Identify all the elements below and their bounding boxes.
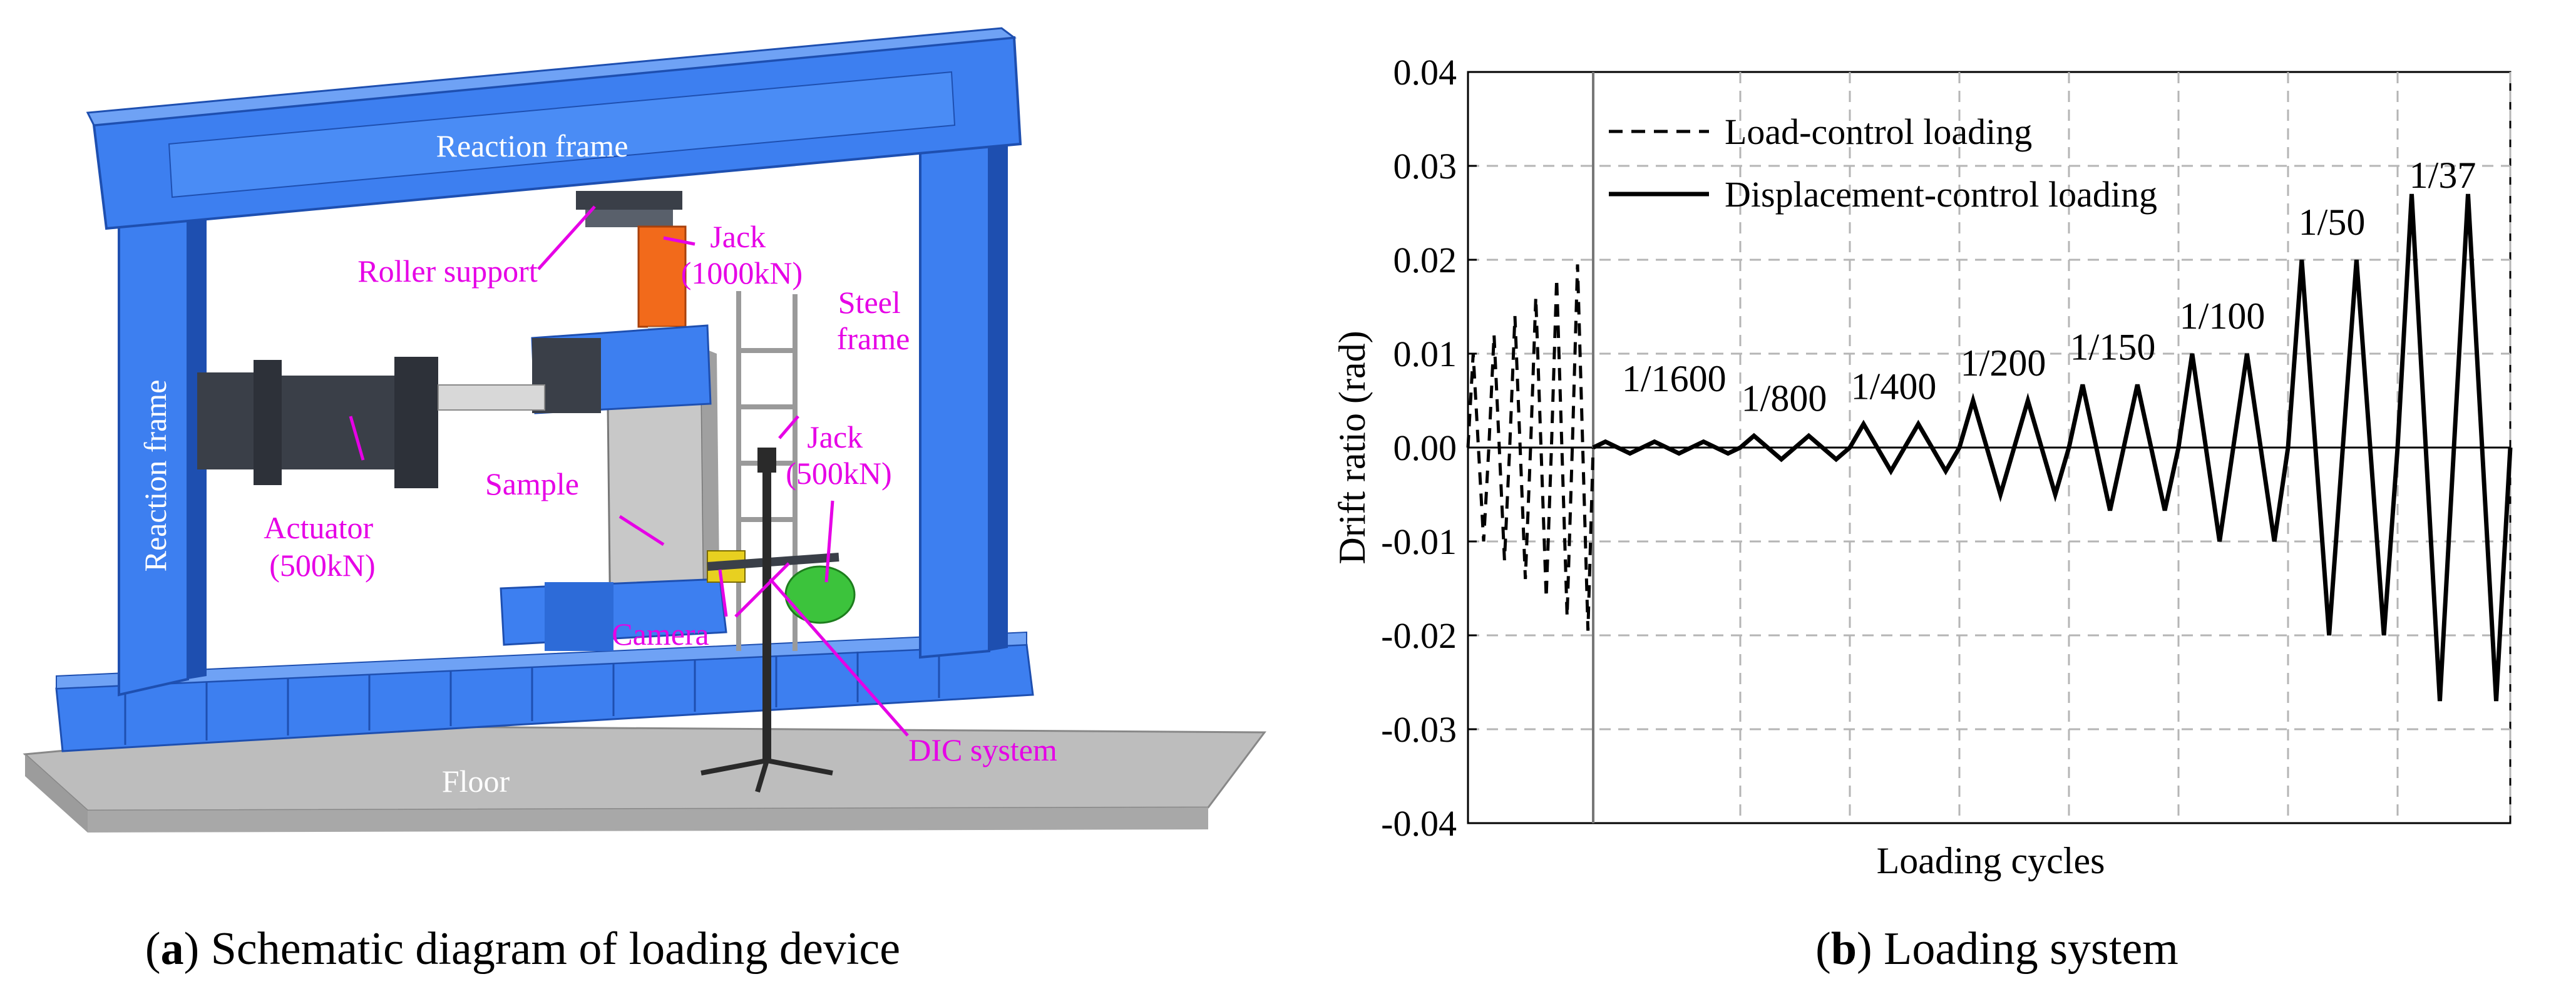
label-sample: Sample <box>485 466 579 501</box>
loading-device-diagram: Reaction frame Reaction frame Floor Roll… <box>23 27 1266 975</box>
level-label: 1/400 <box>1851 366 1937 407</box>
label-actuator-line1: Actuator <box>264 510 373 545</box>
label-reaction-frame-side: Reaction frame <box>138 380 173 572</box>
label-jack-500kN-line2: (500kN) <box>786 456 891 491</box>
label-jack-500kN: Jack (500kN) <box>786 419 891 491</box>
y-tick-label: 0.03 <box>1393 146 1457 187</box>
label-jack-1000kN-line2: (1000kN) <box>681 255 803 290</box>
series-displacement-control <box>1592 193 2513 702</box>
level-label: 1/150 <box>2070 327 2156 368</box>
legend-load-control: Load-control loading <box>1725 111 2032 152</box>
roller-support <box>576 191 682 210</box>
caption-a: (a) Schematic diagram of loading device <box>145 923 900 975</box>
level-label: 1/1600 <box>1622 358 1727 399</box>
y-axis-label: Drift ratio (rad) <box>1332 331 1373 564</box>
y-tick-label: 0.01 <box>1393 334 1457 374</box>
caption-a-text: Schematic diagram of loading device <box>211 923 900 975</box>
actuator-500kN <box>197 357 545 488</box>
level-label: 1/800 <box>1742 377 1827 419</box>
y-tick-label: -0.02 <box>1381 615 1457 656</box>
label-reaction-frame-top: Reaction frame <box>436 128 629 163</box>
caption-b-tag: b <box>1831 923 1857 975</box>
jack-1000kN <box>637 225 687 328</box>
y-tick-label: 0.00 <box>1393 428 1457 468</box>
label-jack-1000kN: Jack (1000kN) <box>681 219 803 290</box>
y-axis-ticks: 0.04 0.03 0.02 0.01 0.00 -0.01 -0.02 -0.03 -0.04 <box>1381 52 1477 844</box>
y-tick-label: -0.03 <box>1381 709 1457 750</box>
jack-500kN <box>784 565 856 624</box>
legend-displacement-control: Displacement-control loading <box>1725 174 2157 215</box>
dic-tripod <box>700 451 833 793</box>
legend: Load-control loading Displacement-contro… <box>1609 111 2157 215</box>
label-floor: Floor <box>442 764 510 799</box>
label-jack-1000kN-line1: Jack <box>710 219 766 254</box>
label-camera: Camera <box>612 617 709 652</box>
label-dic-system: DIC system <box>908 732 1057 767</box>
x-axis-label: Loading cycles <box>1877 840 2105 881</box>
caption-b: (b) Loading system <box>1815 923 2178 975</box>
loading-system-chart: 0.04 0.03 0.02 0.01 0.00 -0.01 -0.02 -0.03 -0.04… <box>1332 52 2513 975</box>
chart-series <box>1466 193 2513 702</box>
level-label: 1/100 <box>2180 295 2266 337</box>
y-tick-label: 0.04 <box>1393 52 1457 93</box>
y-tick-label: -0.01 <box>1381 521 1457 562</box>
label-jack-500kN-line1: Jack <box>807 419 863 454</box>
level-label: 1/200 <box>1961 342 2046 384</box>
y-tick-label: 0.02 <box>1393 240 1457 280</box>
caption-a-tag: a <box>161 923 184 975</box>
label-steel-frame: Steel frame <box>837 285 910 356</box>
caption-b-text: Loading system <box>1884 923 2178 975</box>
label-steel-frame-line2: frame <box>837 321 910 356</box>
label-steel-frame-line1: Steel <box>838 285 901 320</box>
level-label: 1/37 <box>2409 155 2476 196</box>
level-annotations: 1/1600 1/800 1/400 1/200 1/150 1/100 1/50 1/37 <box>1622 155 2476 419</box>
label-roller-support: Roller support <box>357 254 538 289</box>
label-actuator: Actuator (500kN) <box>264 510 381 583</box>
y-tick-label: -0.04 <box>1381 803 1457 844</box>
level-label: 1/50 <box>2299 202 2366 243</box>
label-actuator-line2: (500kN) <box>269 548 375 583</box>
